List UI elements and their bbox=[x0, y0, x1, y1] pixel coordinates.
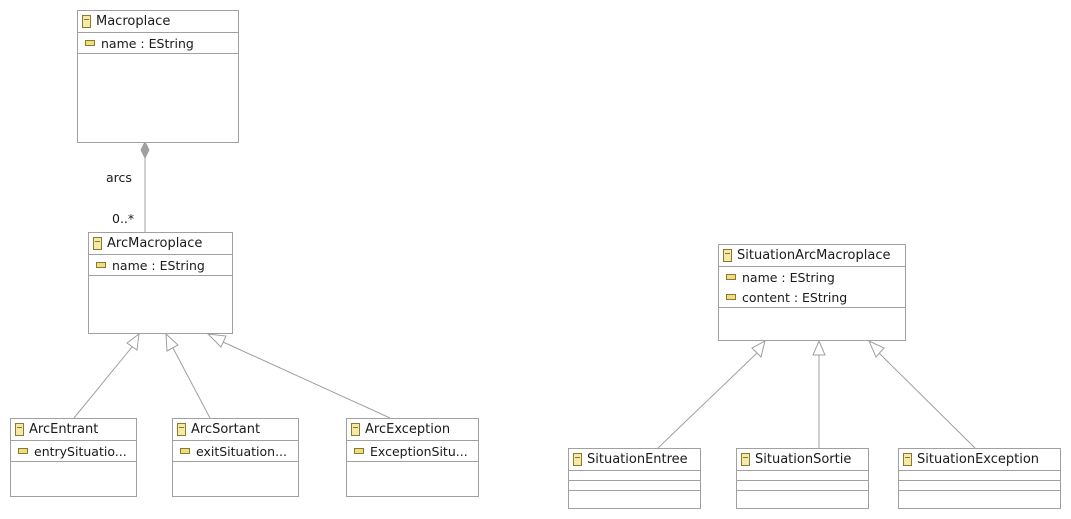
class-arcsortant[interactable]: ArcSortant exitSituation... bbox=[172, 418, 299, 497]
generalization-arrow-situationentree bbox=[751, 340, 766, 358]
eattribute-icon bbox=[180, 448, 190, 454]
class-header: SituationSortie bbox=[737, 449, 868, 471]
eclass-icon bbox=[903, 453, 912, 466]
generalization-situationexception bbox=[878, 352, 976, 449]
operation-compartment bbox=[737, 481, 868, 491]
class-header: ArcEntrant bbox=[11, 419, 136, 441]
class-header: Macroplace bbox=[78, 11, 238, 33]
class-header: SituationException bbox=[899, 449, 1060, 471]
class-arcentrant[interactable]: ArcEntrant entrySituatio... bbox=[10, 418, 137, 497]
eattribute-icon bbox=[726, 294, 736, 300]
generalization-arrow-arcsortant bbox=[165, 332, 179, 352]
eclass-icon bbox=[177, 423, 186, 436]
class-header: ArcSortant bbox=[173, 419, 298, 441]
attribute[interactable]: name : EString bbox=[89, 255, 232, 275]
eclass-icon bbox=[573, 453, 582, 466]
generalization-arcexception bbox=[222, 341, 391, 419]
generalization-arrow-arcexception bbox=[206, 333, 227, 348]
class-name: ArcMacroplace bbox=[107, 236, 203, 251]
class-name: SituationArcMacroplace bbox=[737, 248, 891, 263]
class-situationexception[interactable]: SituationException bbox=[898, 448, 1061, 509]
association-role-label: arcs bbox=[106, 170, 132, 185]
operation-compartment bbox=[11, 462, 136, 472]
class-situationarcmacroplace[interactable]: SituationArcMacroplace name : EString co… bbox=[718, 244, 906, 341]
association-multiplicity-label: 0..* bbox=[112, 211, 135, 226]
attribute-compartment bbox=[569, 471, 700, 481]
eclass-icon bbox=[741, 453, 750, 466]
attribute[interactable]: name : EString bbox=[719, 267, 905, 287]
generalization-arcsortant bbox=[172, 347, 211, 419]
eattribute-icon bbox=[96, 262, 106, 268]
class-arcmacroplace[interactable]: ArcMacroplace name : EString bbox=[88, 232, 233, 334]
attribute-compartment: entrySituatio... bbox=[11, 441, 136, 462]
eattribute-icon bbox=[726, 274, 736, 280]
attribute[interactable]: ExceptionSitu... bbox=[347, 441, 478, 461]
class-name: ArcException bbox=[365, 422, 451, 437]
class-header: ArcException bbox=[347, 419, 478, 441]
attribute-compartment: name : EString content : EString bbox=[719, 267, 905, 308]
eclass-icon bbox=[351, 423, 360, 436]
generalization-arrow-arcentrant bbox=[126, 332, 140, 351]
eclass-icon bbox=[15, 423, 24, 436]
generalization-arrow-situationexception bbox=[868, 339, 885, 358]
class-name: ArcEntrant bbox=[29, 422, 99, 437]
operation-compartment bbox=[719, 308, 905, 318]
class-name: Macroplace bbox=[96, 14, 171, 29]
attribute-compartment bbox=[899, 471, 1060, 481]
attribute[interactable]: content : EString bbox=[719, 287, 905, 307]
attribute-compartment: name : EString bbox=[78, 33, 238, 54]
attribute[interactable]: exitSituation... bbox=[173, 441, 298, 461]
class-arcexception[interactable]: ArcException ExceptionSitu... bbox=[346, 418, 479, 497]
eclass-icon bbox=[82, 15, 91, 28]
operation-compartment bbox=[899, 481, 1060, 491]
eattribute-icon bbox=[354, 448, 364, 454]
attribute-compartment: exitSituation... bbox=[173, 441, 298, 462]
attribute-compartment: name : EString bbox=[89, 255, 232, 276]
eattribute-icon bbox=[85, 40, 95, 46]
eclass-icon bbox=[723, 249, 732, 262]
class-macroplace[interactable]: Macroplace name : EString bbox=[77, 10, 239, 143]
generalization-situationentree bbox=[657, 352, 758, 449]
attribute-compartment bbox=[737, 471, 868, 481]
composition-diamond bbox=[140, 140, 150, 160]
attribute[interactable]: name : EString bbox=[78, 33, 238, 53]
generalization-arcentrant bbox=[73, 346, 133, 419]
class-name: ArcSortant bbox=[191, 422, 261, 437]
class-header: SituationEntree bbox=[569, 449, 700, 471]
attribute-compartment: ExceptionSitu... bbox=[347, 441, 478, 462]
eattribute-icon bbox=[18, 448, 28, 454]
operation-compartment bbox=[89, 276, 232, 286]
class-name: SituationSortie bbox=[755, 452, 852, 467]
operation-compartment bbox=[173, 462, 298, 472]
operation-compartment bbox=[347, 462, 478, 472]
class-situationsortie[interactable]: SituationSortie bbox=[736, 448, 869, 509]
operation-compartment bbox=[569, 481, 700, 491]
class-situationentree[interactable]: SituationEntree bbox=[568, 448, 701, 509]
class-header: SituationArcMacroplace bbox=[719, 245, 905, 267]
class-name: SituationEntree bbox=[587, 452, 688, 467]
eclass-icon bbox=[93, 237, 102, 250]
class-header: ArcMacroplace bbox=[89, 233, 232, 255]
attribute[interactable]: entrySituatio... bbox=[11, 441, 136, 461]
generalization-arrow-situationsortie bbox=[812, 339, 826, 356]
class-name: SituationException bbox=[917, 452, 1040, 467]
operation-compartment bbox=[78, 54, 238, 64]
